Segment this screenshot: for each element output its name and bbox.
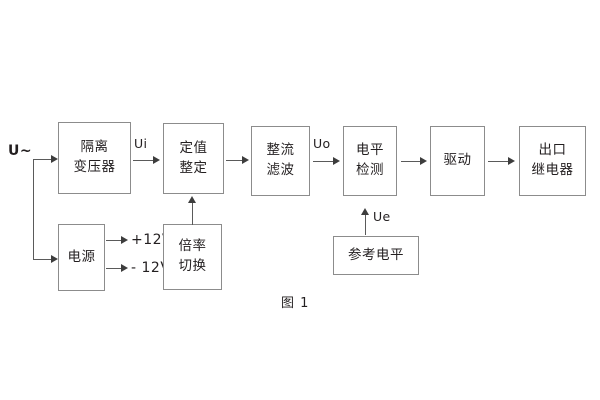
block-multiplier-switch-line-1: 倍率 — [178, 238, 207, 255]
input-branch-to-transformer-line — [33, 159, 53, 160]
block-rectify-filter: 整流 滤波 — [251, 126, 310, 196]
signal-label-ue: Ue — [373, 209, 391, 224]
block-rectify-filter-line-1: 整流 — [266, 142, 295, 159]
input-branch-to-power-line — [33, 259, 53, 260]
signal-label-ui: Ui — [134, 136, 148, 151]
input-branch-to-transformer-arrow-icon — [51, 155, 58, 163]
transformer-to-setting-arrow-icon — [153, 156, 160, 164]
input-source-label: U~ — [8, 143, 33, 159]
block-isolation-transformer-line-1: 隔离 — [80, 139, 109, 156]
signal-label-uo: Uo — [313, 136, 331, 151]
reference-to-level-arrow-icon — [361, 208, 369, 215]
rail-negative-arrow-icon — [121, 264, 128, 272]
block-setting-value: 定值 整定 — [163, 123, 224, 194]
block-isolation-transformer: 隔离 变压器 — [58, 122, 131, 194]
input-branch-to-power-arrow-icon — [51, 255, 58, 263]
reference-to-level-line — [365, 214, 366, 235]
block-isolation-transformer-line-2: 变压器 — [73, 159, 116, 175]
block-multiplier-switch: 倍率 切换 — [163, 224, 222, 290]
transformer-to-setting-line — [133, 160, 155, 161]
rectify-to-level-line — [313, 161, 335, 162]
setting-to-rectify-arrow-icon — [242, 156, 249, 164]
block-power-supply: 电源 — [58, 224, 105, 291]
rail-negative-line — [106, 268, 123, 269]
block-multiplier-switch-line-2: 切换 — [178, 258, 207, 274]
rail-positive-label: +12V — [131, 232, 173, 248]
rail-positive-arrow-icon — [121, 236, 128, 244]
block-rectify-filter-line-2: 滤波 — [266, 162, 295, 178]
rail-negative-label: - 12V — [131, 260, 171, 276]
block-setting-value-line-2: 整定 — [179, 159, 208, 176]
block-setting-value-line-1: 定值 — [179, 139, 208, 156]
rectify-to-level-arrow-icon — [333, 157, 340, 165]
block-power-supply-line-1: 电源 — [67, 248, 96, 265]
multiplier-to-setting-arrow-icon — [188, 196, 196, 203]
block-output-relay-line-1: 出口 — [538, 142, 567, 159]
multiplier-to-setting-line — [192, 203, 193, 225]
rail-positive-line — [106, 240, 123, 241]
level-to-drive-line — [401, 161, 422, 162]
input-trunk-vertical-line — [33, 159, 34, 259]
block-drive-line-1: 驱动 — [443, 152, 472, 169]
level-to-drive-arrow-icon — [420, 157, 427, 165]
block-level-detection: 电平 检测 — [343, 126, 397, 196]
block-level-detection-line-1: 电平 — [356, 142, 384, 159]
drive-to-relay-arrow-icon — [508, 157, 515, 165]
block-drive: 驱动 — [430, 126, 485, 196]
block-reference-level: 参考电平 — [333, 236, 419, 275]
figure-caption: 图 1 — [281, 296, 310, 311]
drive-to-relay-line — [488, 161, 510, 162]
block-level-detection-line-2: 检测 — [356, 162, 384, 178]
block-output-relay-line-2: 继电器 — [531, 162, 574, 178]
setting-to-rectify-line — [226, 160, 244, 161]
block-output-relay: 出口 继电器 — [519, 126, 586, 196]
block-reference-level-line-1: 参考电平 — [348, 246, 404, 263]
